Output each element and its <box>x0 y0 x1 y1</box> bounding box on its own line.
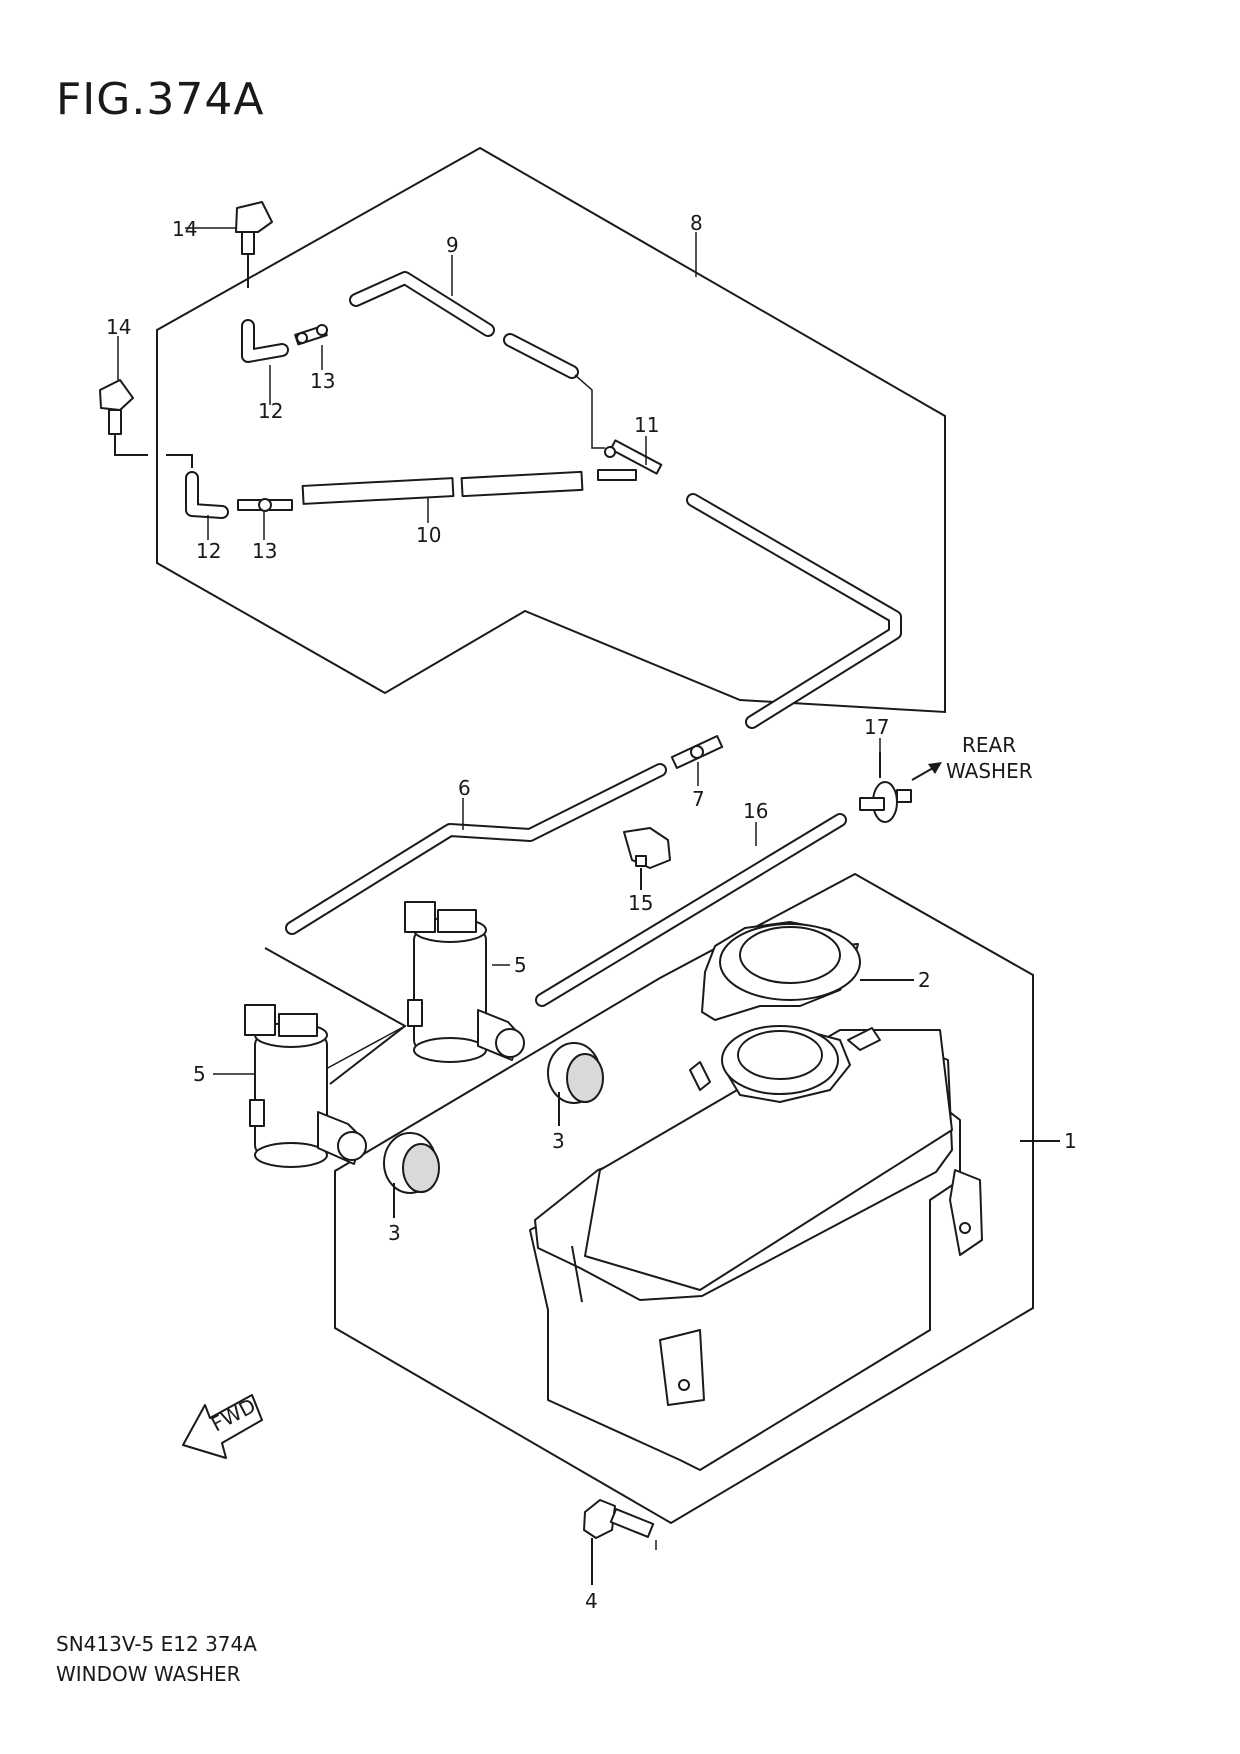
washer-pump-upper <box>404 901 525 1063</box>
tank-assembly-outline <box>334 872 1034 1525</box>
callout-4: 4 <box>585 1589 598 1613</box>
fwd-arrow: FWD <box>182 1393 263 1459</box>
callout-15: 15 <box>628 891 653 915</box>
three-way-joint-11 <box>597 439 663 481</box>
check-valve-17 <box>859 752 912 823</box>
grommet-upper <box>547 1042 604 1126</box>
rear-washer-arrow <box>911 762 942 781</box>
callout-17: 17 <box>864 715 889 739</box>
figure-code: SN413V-5 E12 374A <box>56 1632 257 1656</box>
callout-16: 16 <box>743 799 768 823</box>
washer-nozzle-upper <box>235 201 273 288</box>
washer-tank <box>529 1025 1060 1471</box>
callout-3-lower: 3 <box>388 1221 401 1245</box>
washer-nozzle-lower <box>99 379 148 456</box>
callout-13-lower: 13 <box>252 539 277 563</box>
callout-12-upper: 12 <box>258 399 283 423</box>
washer-pump-lower <box>244 1004 367 1168</box>
joint-7 <box>670 734 724 770</box>
rear-washer-line1: REAR <box>962 733 1016 757</box>
callout-2: 2 <box>918 968 931 992</box>
hose-assembly-outline <box>156 146 946 714</box>
callout-11: 11 <box>634 413 659 437</box>
callout-5-lower: 5 <box>193 1062 206 1086</box>
bolt-4 <box>583 1499 657 1585</box>
callout-14-upper: 14 <box>172 217 197 241</box>
callout-1: 1 <box>1064 1129 1077 1153</box>
joint-13-upper <box>294 324 328 346</box>
callout-10: 10 <box>416 523 441 547</box>
joint-13-lower <box>237 498 293 512</box>
callout-8: 8 <box>690 211 703 235</box>
callout-5-upper: 5 <box>514 953 527 977</box>
callout-13-upper: 13 <box>310 369 335 393</box>
clip-15 <box>623 827 671 890</box>
callout-7: 7 <box>692 787 705 811</box>
rear-washer-line2: WASHER <box>946 759 1033 783</box>
figure-title: FIG.374A <box>56 74 265 125</box>
filler-cap <box>701 921 914 1021</box>
callout-14-lower: 14 <box>106 315 131 339</box>
grommet-lower <box>383 1132 440 1218</box>
callout-6: 6 <box>458 776 471 800</box>
callout-12-lower: 12 <box>196 539 221 563</box>
callout-3-upper: 3 <box>552 1129 565 1153</box>
figure-name: WINDOW WASHER <box>56 1662 241 1686</box>
callout-9: 9 <box>446 233 459 257</box>
